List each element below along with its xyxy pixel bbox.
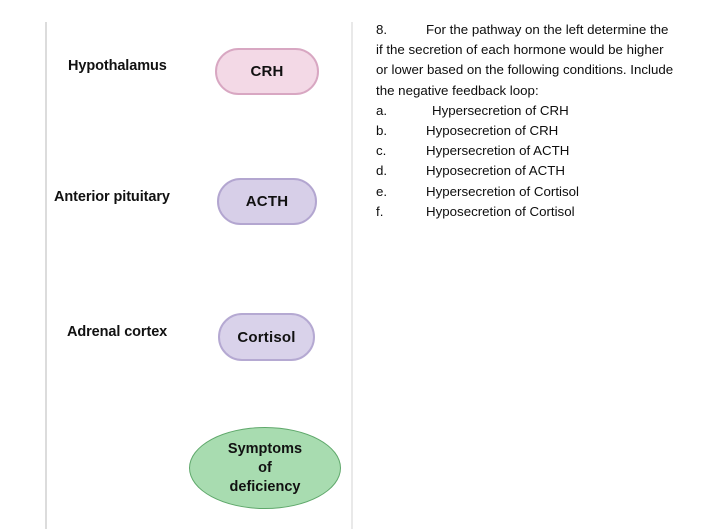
answer-text-e: Hypersecretion of Cortisol — [426, 183, 579, 199]
answer-text-a: Hypersecretion of CRH — [432, 102, 569, 118]
hormone-node-acth: ACTH — [217, 178, 317, 225]
answer-text-c: Hypersecretion of ACTH — [426, 143, 570, 159]
outcome-node-symptoms-of-deficiency: Symptoms of deficiency — [189, 427, 341, 509]
answer-marker-d: d. — [376, 163, 388, 179]
answer-option-e: e. Hypersecretion of Cortisol — [376, 182, 678, 202]
question-text: For the pathway on the left determine th… — [376, 22, 674, 98]
answer-option-a: a. Hypersecretion of CRH — [376, 101, 678, 121]
question-prompt: 8.For the pathway on the left determine … — [376, 20, 678, 101]
answer-options-list: a. Hypersecretion of CRH b. Hyposecretion … — [376, 101, 678, 222]
answer-marker-a: a. — [376, 102, 388, 118]
hormone-node-cortisol: Cortisol — [218, 313, 315, 361]
question-panel: 8.For the pathway on the left determine … — [376, 20, 678, 222]
answer-option-d: d. Hyposecretion of ACTH — [376, 161, 678, 181]
outcome-line-2: of — [258, 459, 272, 476]
answer-text-f: Hyposecretion of Cortisol — [426, 203, 575, 219]
question-number: 8. — [376, 22, 388, 37]
organ-label-anterior-pituitary: Anterior pituitary — [54, 189, 170, 205]
outcome-line-3: deficiency — [229, 478, 301, 495]
outcome-line-1: Symptoms — [227, 440, 303, 457]
answer-text-d: Hyposecretion of ACTH — [426, 163, 565, 179]
answer-marker-f: f. — [376, 203, 384, 219]
answer-marker-b: b. — [376, 123, 388, 139]
answer-option-c: c. Hypersecretion of ACTH — [376, 141, 678, 161]
answer-option-f: f. Hyposecretion of Cortisol — [376, 202, 678, 222]
hormone-node-crh: CRH — [215, 48, 319, 95]
organ-label-hypothalamus: Hypothalamus — [68, 58, 167, 74]
answer-text-b: Hyposecretion of CRH — [426, 123, 559, 139]
organ-label-adrenal-cortex: Adrenal cortex — [67, 324, 168, 340]
endocrine-pathway-diagram: Hypothalamus CRH Anterior pituitary ACTH… — [45, 22, 353, 529]
answer-marker-c: c. — [376, 143, 387, 159]
answer-option-b: b. Hyposecretion of CRH — [376, 121, 678, 141]
answer-marker-e: e. — [376, 183, 388, 199]
